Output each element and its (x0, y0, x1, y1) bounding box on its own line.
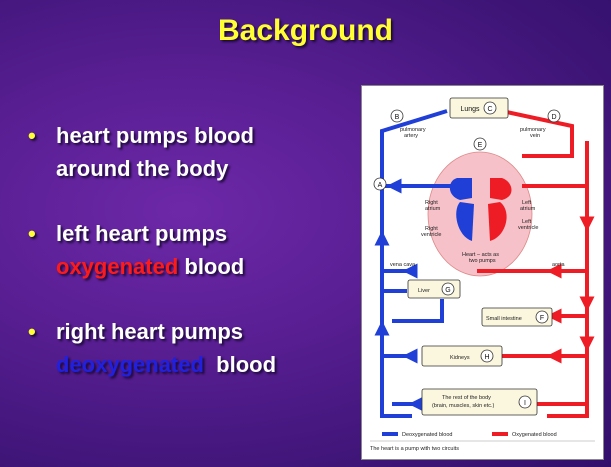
bullet-dot: • (28, 218, 36, 250)
bullet-dot: • (28, 316, 36, 348)
deoxygenated-word: deoxygenated (56, 352, 204, 377)
lungs-label: Lungs (460, 106, 480, 113)
figure-caption: The heart is a pump with two circuits (370, 446, 459, 452)
bullet-1-line-2: around the body (56, 153, 228, 185)
left-atrium-label-2: atrium (520, 206, 536, 212)
pulmonary-artery-label-2: artery (404, 133, 418, 139)
bullet-3-line-1: right heart pumps (56, 316, 243, 348)
slide-title: Background (0, 14, 611, 48)
bullet-1-line-1: heart pumps blood (56, 120, 254, 152)
aorta-label: aorta (552, 262, 565, 268)
oxygenated-word: oxygenated (56, 254, 178, 279)
pulmonary-vein-label-2: vein (530, 133, 540, 139)
legend-oxygenated-label: Oxygenated blood (512, 432, 557, 438)
bullet-2-line-2-rest: blood (178, 254, 244, 279)
right-ventricle-label-2: ventricle (421, 232, 441, 238)
legend-deoxygenated-swatch (382, 432, 398, 436)
letter-d: D (551, 114, 556, 121)
letter-f: F (540, 315, 544, 322)
letter-b: B (395, 114, 400, 121)
bullet-3-line-2: deoxygenated blood (56, 349, 276, 381)
bullet-2-line-2: oxygenated blood (56, 251, 244, 283)
rest-of-body-label-2: (brain, muscles, skin etc.) (432, 403, 495, 409)
right-atrium-label-2: atrium (425, 206, 441, 212)
bullet-dot: • (28, 120, 36, 152)
kidneys-label: Kidneys (450, 355, 470, 361)
circulation-diagram: Lungs C B D E A G F H I pulmonary artery… (361, 85, 604, 460)
circulation-svg: Lungs C B D E A G F H I pulmonary artery… (362, 86, 603, 459)
bullet-3-line-2-rest: blood (204, 352, 276, 377)
small-intestine-label: Small intestine (486, 316, 522, 322)
legend-deoxygenated-label: Deoxygenated blood (402, 432, 452, 438)
liver-label: Liver (418, 288, 430, 294)
letter-g: G (445, 287, 450, 294)
letter-c: C (487, 106, 492, 113)
letter-a: A (378, 182, 383, 189)
legend-oxygenated-swatch (492, 432, 508, 436)
vena-cava-label: vena cava (390, 262, 416, 268)
rest-of-body-label-1: The rest of the body (442, 395, 491, 401)
letter-i: I (524, 400, 526, 407)
left-ventricle-label-2: ventricle (518, 225, 538, 231)
bullet-2-line-1: left heart pumps (56, 218, 227, 250)
letter-h: H (484, 354, 489, 361)
heart-label-2: two pumps (469, 258, 496, 264)
letter-e: E (478, 142, 483, 149)
